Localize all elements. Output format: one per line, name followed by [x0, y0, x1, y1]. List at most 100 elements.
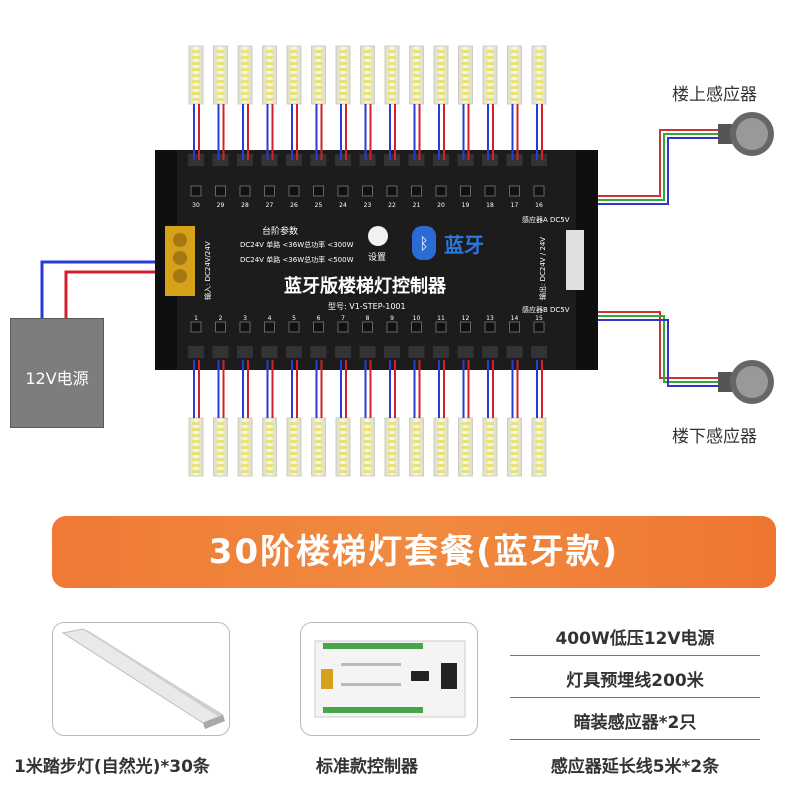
spec-item: 暗装感应器*2只	[573, 713, 697, 733]
channel-label-bottom: 13	[486, 315, 494, 322]
led-strip-top	[433, 45, 449, 105]
led-strip-top	[335, 45, 351, 105]
controller-param-header: 台阶参数	[262, 225, 298, 237]
terminal-bottom	[188, 346, 204, 358]
terminal-top	[384, 154, 400, 166]
port-bottom	[460, 321, 471, 333]
controller-board: ᛒ	[155, 150, 598, 370]
channel-label-top: 22	[388, 202, 396, 209]
terminal-top	[482, 154, 498, 166]
port-top	[460, 185, 471, 197]
channel-label-bottom: 10	[413, 315, 421, 322]
downstairs-sensor-cable	[598, 311, 720, 387]
channel-label-top: 26	[290, 202, 298, 209]
port-bottom	[411, 321, 422, 333]
terminal-bottom	[237, 346, 253, 358]
port-top	[264, 185, 275, 197]
led-strip-top	[237, 45, 253, 105]
port-top	[239, 185, 251, 197]
downstairs-sensor-label: 楼下感应器	[672, 427, 757, 447]
channel-label-top: 17	[511, 202, 519, 209]
channel-label-top: 30	[192, 202, 200, 209]
terminal-bottom	[531, 346, 547, 358]
power-wire-red	[64, 270, 155, 320]
led-strip-top	[286, 45, 302, 105]
terminal-top	[359, 154, 376, 166]
downstairs-sensor-icon	[718, 360, 774, 404]
port-top	[509, 185, 520, 197]
led-strip-bottom	[311, 417, 326, 477]
spec-divider	[510, 655, 760, 656]
port-bottom	[362, 321, 373, 333]
port-bottom	[533, 321, 545, 333]
port-top	[484, 185, 496, 197]
controller-param-line-2: DC24V 单路 <36W总功率 <500W	[240, 255, 354, 264]
led-strip-bottom	[213, 417, 228, 477]
controller-model: 型号: V1-STEP-1001	[328, 302, 406, 311]
controller-brand-text: 蓝牙	[444, 234, 484, 257]
led-strip-top	[409, 45, 424, 105]
port-top	[411, 185, 422, 197]
spec-divider	[510, 697, 760, 698]
port-bottom	[288, 321, 300, 333]
controller-input-label: 输入: DC24V/24V	[203, 241, 212, 300]
controller-right-power-label: 输出: DC24V / 24V	[538, 237, 547, 300]
terminal-top	[310, 154, 327, 166]
spec-divider	[510, 739, 760, 740]
terminal-top	[188, 154, 204, 166]
spec-item: 感应器延长线5米*2条	[550, 757, 720, 777]
led-strip-top	[188, 45, 204, 105]
terminal-bottom	[359, 346, 376, 358]
terminal-top	[261, 154, 278, 166]
channel-label-top: 19	[462, 202, 470, 209]
controller-param-line-1: DC24V 单路 <36W总功率 <300W	[240, 240, 354, 249]
port-bottom	[190, 321, 202, 333]
terminal-bottom	[335, 346, 351, 358]
channel-label-bottom: 4	[268, 315, 272, 322]
terminal-bottom	[482, 346, 498, 358]
wiring-diagram: ᛒ 蓝牙 台阶参数 DC24V 单路 <36W总功率 <300W DC24V 单…	[40, 45, 774, 477]
terminal-bottom	[286, 346, 302, 358]
led-strip-top	[360, 45, 375, 105]
channel-label-bottom: 12	[462, 315, 470, 322]
light-strip-caption: 1米踏步灯(自然光)*30条	[14, 757, 210, 777]
led-strip-bottom	[286, 417, 302, 477]
led-strip-top	[507, 45, 522, 105]
channel-label-top: 28	[241, 202, 249, 209]
port-bottom	[239, 321, 251, 333]
channel-label-bottom: 3	[243, 315, 247, 322]
terminal-top	[212, 154, 229, 166]
led-strip-top	[482, 45, 498, 105]
light-strip-thumbnail	[52, 622, 230, 736]
led-strip-bottom	[360, 417, 375, 477]
port-bottom	[313, 321, 324, 333]
channel-label-bottom: 14	[511, 315, 519, 322]
led-strip-top	[262, 45, 277, 105]
led-strip-top	[531, 45, 547, 105]
channel-label-bottom: 1	[194, 315, 198, 322]
channel-label-bottom: 15	[535, 315, 543, 322]
channel-label-top: 23	[364, 202, 372, 209]
svg-text:ᛒ: ᛒ	[419, 234, 429, 253]
port-bottom	[509, 321, 520, 333]
channel-label-bottom: 2	[219, 315, 223, 322]
terminal-top	[286, 154, 302, 166]
terminal-top	[408, 154, 425, 166]
terminal-bottom	[261, 346, 278, 358]
terminal-bottom	[384, 346, 400, 358]
power-supply-label: 12V电源	[25, 369, 89, 388]
channel-label-bottom: 5	[292, 315, 296, 322]
channel-label-top: 18	[486, 202, 494, 209]
led-strip-top	[213, 45, 228, 105]
channel-label-bottom: 8	[366, 315, 370, 322]
controller-sensor-a-label: 感应器A DC5V	[522, 215, 570, 224]
terminal-top	[335, 154, 351, 166]
port-top	[386, 185, 398, 197]
port-top	[337, 185, 349, 197]
power-wire-blue	[40, 260, 155, 320]
channel-label-top: 20	[437, 202, 445, 209]
terminal-top	[237, 154, 253, 166]
port-bottom	[484, 321, 496, 333]
upstairs-sensor-cable	[598, 129, 720, 205]
